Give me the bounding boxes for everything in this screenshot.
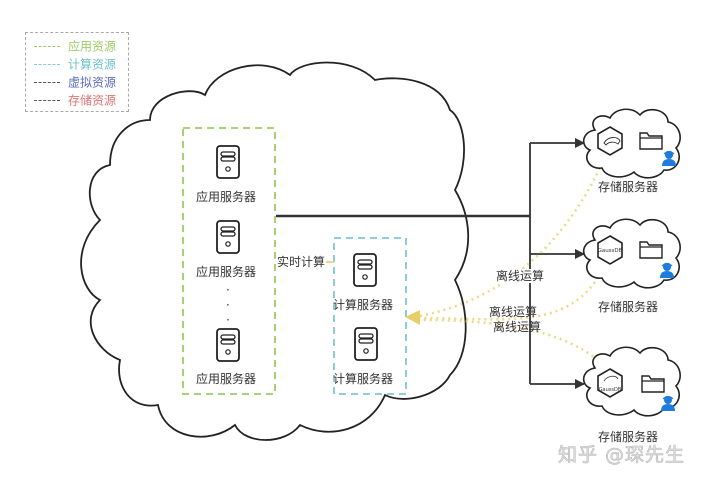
app-server-label: 应用服务器 — [196, 265, 257, 279]
app-resource-group — [182, 127, 276, 395]
compute-server-label: 计算服务器 — [333, 298, 394, 312]
svg-text:GaussDB: GaussDB — [599, 387, 622, 393]
main-cloud — [80, 61, 470, 441]
app-server-icon — [216, 220, 240, 254]
folder-icon — [639, 132, 663, 150]
storage-node-1 — [582, 108, 681, 179]
folder-icon — [641, 375, 665, 393]
app-server-label: 应用服务器 — [196, 190, 257, 204]
watermark: 知乎 @琛先生 — [558, 444, 686, 467]
compute-server-label: 计算服务器 — [333, 372, 394, 386]
offline-compute-label: 离线运算 — [493, 320, 542, 334]
compute-server-icon — [354, 327, 378, 361]
offline-flow-2 — [419, 281, 597, 321]
offline-arrowhead — [405, 310, 420, 325]
legend-item-compute: 计算资源 — [34, 57, 116, 72]
legend-item-app: 应用资源 — [34, 39, 116, 54]
offline-compute-label: 离线运算 — [489, 305, 538, 319]
storage-server-label: 存储服务器 — [598, 180, 659, 194]
storage-server-label: 存储服务器 — [598, 300, 659, 314]
ellipsis-dot: · — [226, 298, 230, 312]
legend-item-virtual: 虚拟资源 — [34, 75, 116, 90]
compute-server-icon — [353, 253, 377, 287]
offline-compute-label: 离线运算 — [496, 269, 545, 283]
realtime-compute-label: 实时计算 — [277, 255, 326, 269]
app-server-label: 应用服务器 — [196, 372, 257, 386]
dolphin-db-icon — [597, 126, 623, 156]
ellipsis-dot: · — [226, 283, 230, 297]
offline-flow-3 — [419, 318, 599, 361]
svg-text:GaussDB: GaussDB — [598, 248, 623, 254]
legend-item-storage: 存储资源 — [34, 93, 116, 108]
ellipsis-dot: · — [226, 313, 230, 327]
storage-node-3: GaussDB — [582, 346, 681, 417]
legend: 应用资源 计算资源 虚拟资源 存储资源 — [25, 32, 129, 112]
app-server-icon — [216, 145, 240, 179]
app-server-icon — [216, 328, 240, 362]
storage-node-2: GaussDB — [582, 218, 681, 289]
storage-server-label: 存储服务器 — [598, 430, 659, 444]
compute-resource-group — [333, 237, 407, 395]
folder-icon — [639, 241, 663, 259]
